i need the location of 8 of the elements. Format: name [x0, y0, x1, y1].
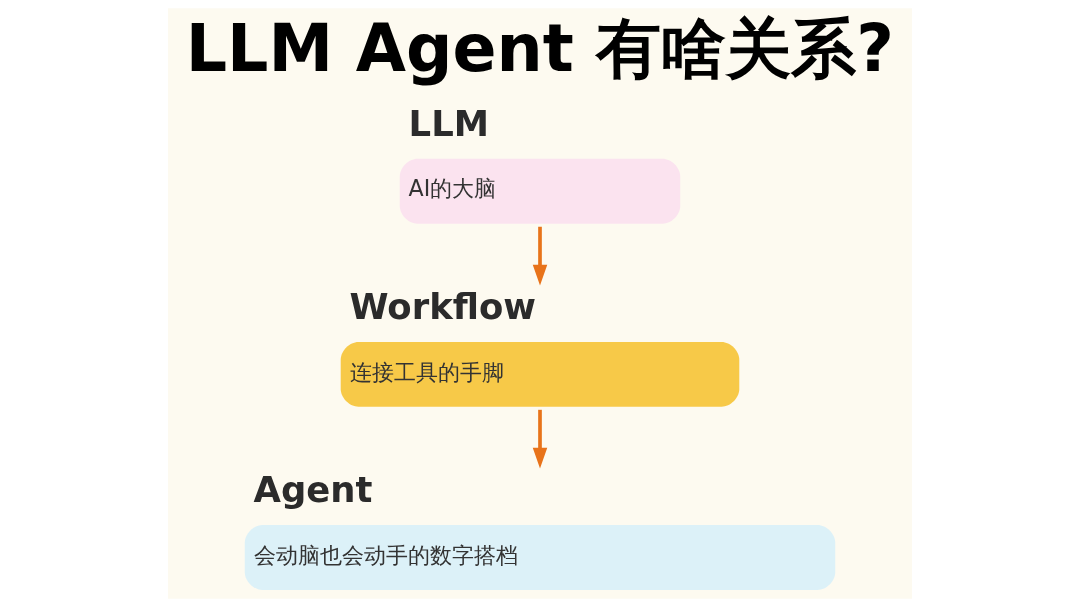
node-box: 会动脑也会动手的数字搭档 [244, 524, 836, 590]
node-label: LLM [408, 102, 489, 144]
arrow [532, 409, 548, 469]
node-box: 连接工具的手脚 [340, 341, 740, 407]
diagram-title: LLM Agent 有啥关系? [185, 10, 895, 86]
node-label: Agent [253, 468, 373, 510]
node-label: Workflow [349, 285, 536, 327]
arrow [532, 226, 548, 286]
